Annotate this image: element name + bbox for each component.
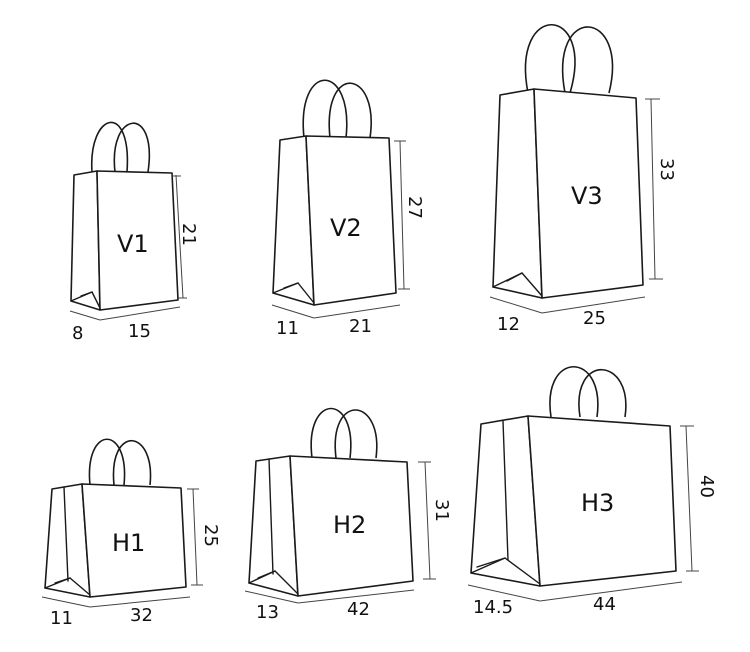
bag-h3-body	[470, 415, 677, 587]
bag-v2-depth: 11	[276, 318, 299, 339]
bag-v3: V3 33 12 25	[489, 24, 677, 335]
bag-h2-name: H2	[333, 511, 366, 539]
bag-h1-depth: 11	[50, 608, 73, 629]
bag-h3-depth: 14.5	[473, 597, 513, 618]
bag-h1-name: H1	[112, 529, 145, 557]
bag-h1-width: 32	[130, 605, 153, 626]
bag-h1-body	[44, 483, 187, 598]
bag-v2-body	[272, 135, 397, 306]
bag-v1-depth: 8	[72, 323, 83, 344]
bag-h1-handles	[88, 438, 152, 486]
bag-v1-height: 21	[178, 223, 199, 246]
bag-v2-height: 27	[404, 196, 425, 219]
bag-v3-handles	[524, 24, 614, 94]
bag-v1-handles	[91, 121, 151, 173]
bag-h2-dim-lines	[244, 461, 436, 604]
bag-h3-dim-lines	[467, 425, 699, 602]
bag-h2-height: 31	[431, 499, 452, 522]
bag-v1-body	[70, 170, 179, 311]
bag-h3: H3 40 14.5 44	[467, 366, 717, 618]
bag-v3-depth: 12	[497, 314, 520, 335]
bag-v1-width: 15	[128, 321, 151, 342]
bag-v3-width: 25	[583, 308, 606, 329]
bag-h3-width: 44	[593, 594, 616, 615]
bag-v1: V1 21 8 15	[69, 121, 199, 344]
bag-h1-height: 25	[200, 524, 221, 547]
bag-h3-name: H3	[581, 489, 614, 517]
bag-v2-width: 21	[349, 316, 372, 337]
bag-v1-dim-lines	[69, 174, 187, 321]
bag-h2-handles	[310, 407, 378, 459]
bag-v1-name: V1	[117, 230, 149, 258]
bag-h2-width: 42	[347, 599, 370, 620]
bag-h2-body	[248, 455, 414, 597]
bag-v2-handles	[302, 79, 372, 139]
bag-v2: V2 27 11 21	[271, 79, 425, 339]
bag-h1-dim-lines	[41, 488, 203, 608]
bag-h3-height: 40	[696, 475, 717, 498]
bag-h1: H1 25 11 32	[41, 438, 221, 629]
bag-v3-name: V3	[571, 182, 603, 210]
bag-v3-height: 33	[656, 158, 677, 181]
bag-v3-dim-lines	[489, 98, 663, 314]
bag-v3-body	[492, 88, 644, 299]
bag-v2-dim-lines	[271, 140, 410, 319]
bag-h2: H2 31 13 42	[244, 407, 452, 623]
bag-v2-name: V2	[330, 214, 362, 242]
bag-h3-handles	[549, 366, 627, 418]
bag-h2-depth: 13	[256, 602, 279, 623]
